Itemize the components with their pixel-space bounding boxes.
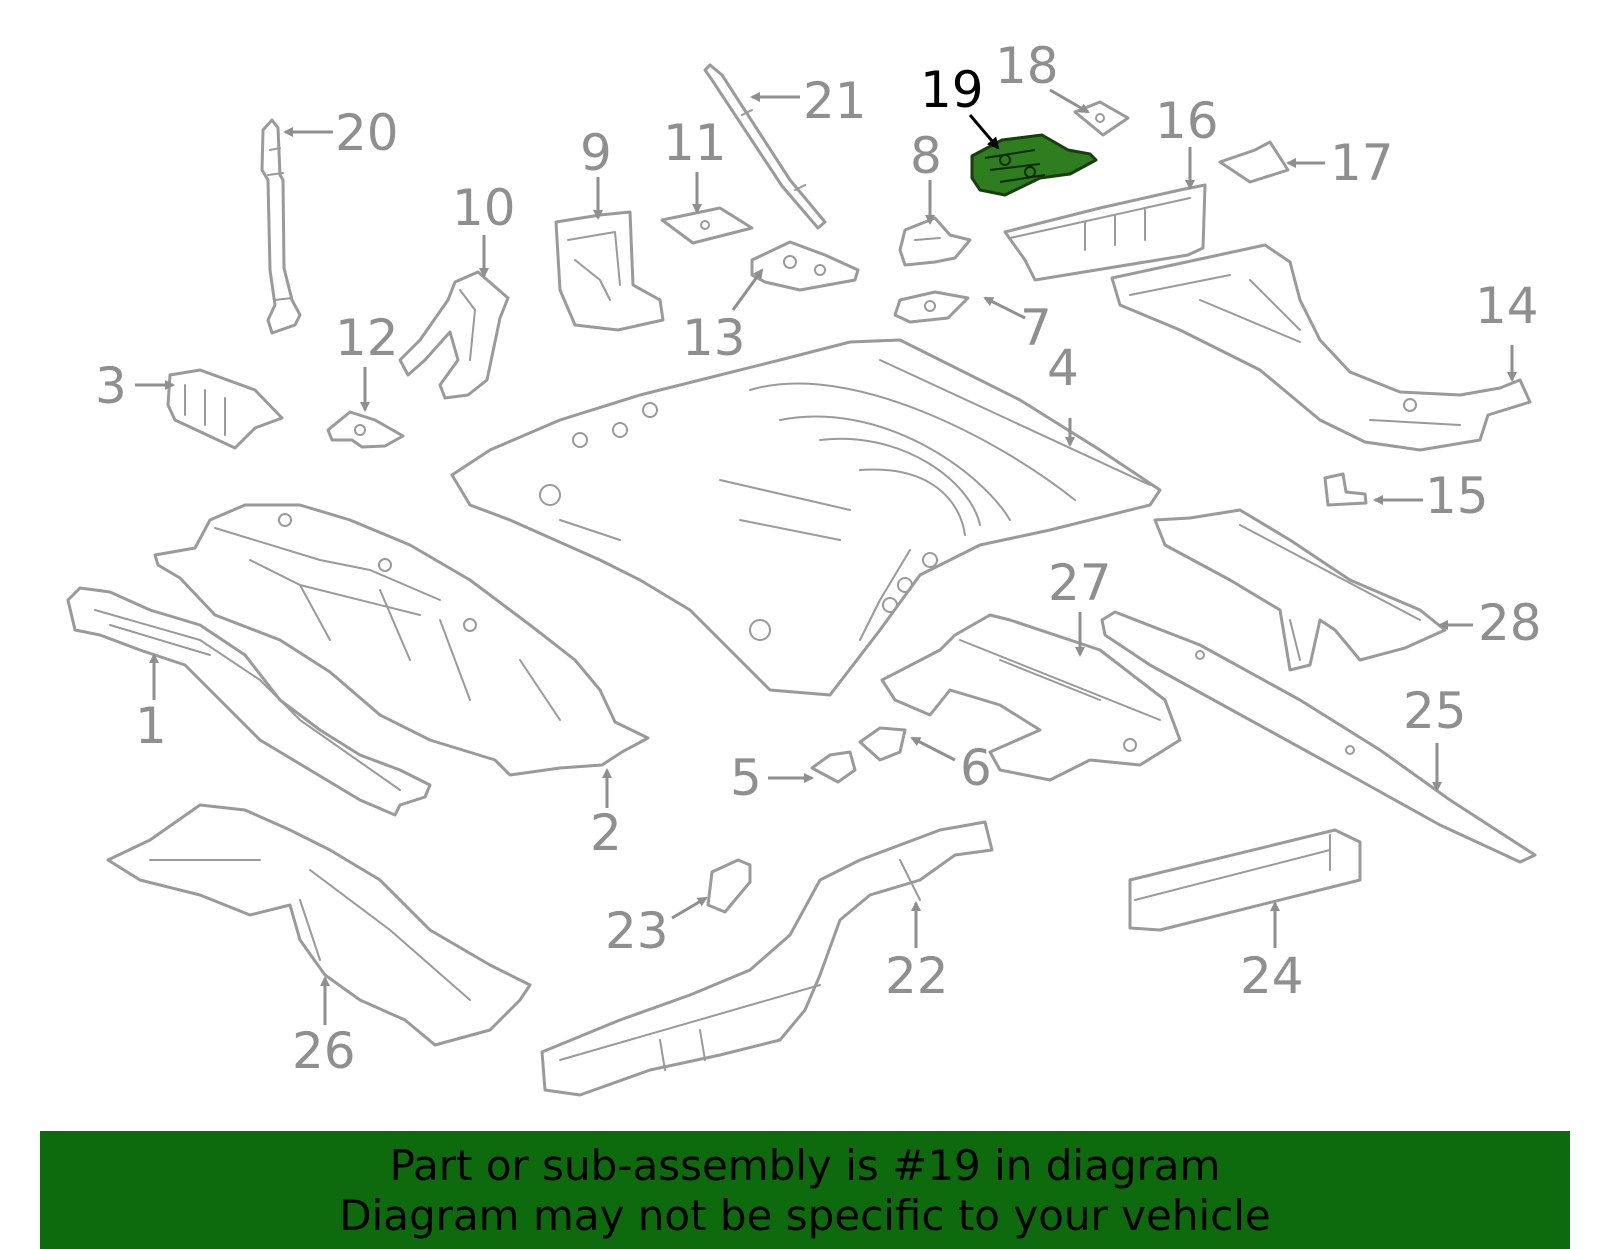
callout-3: 3 bbox=[95, 357, 127, 415]
callout-27: 27 bbox=[1048, 554, 1112, 612]
part-26-side-member bbox=[106, 803, 532, 1047]
callout-19-highlighted: 19 bbox=[920, 61, 984, 119]
callout-6: 6 bbox=[960, 739, 992, 797]
part-25-rail bbox=[1100, 610, 1537, 864]
part-4-floor-pan bbox=[450, 338, 1162, 697]
callout-1: 1 bbox=[135, 697, 167, 755]
callout-12: 12 bbox=[335, 309, 399, 367]
callout-labels: 1 2 3 4 5 6 7 8 9 10 11 12 13 14 15 16 1… bbox=[95, 37, 1542, 1080]
part-13-mount bbox=[750, 240, 860, 292]
callout-10: 10 bbox=[452, 179, 516, 237]
part-23-bracket bbox=[706, 858, 752, 914]
part-15-clip bbox=[1323, 472, 1368, 507]
callout-8: 8 bbox=[910, 127, 942, 185]
callout-25: 25 bbox=[1403, 682, 1467, 740]
callout-15: 15 bbox=[1425, 467, 1489, 525]
part-28-rocker bbox=[1153, 508, 1447, 672]
part-5-clip bbox=[810, 750, 857, 784]
part-2-trunk-floor bbox=[153, 503, 650, 777]
part-27-crossmember bbox=[880, 613, 1182, 782]
part-8-bracket bbox=[898, 216, 972, 267]
part-11-plate bbox=[660, 206, 754, 245]
part-7-plate bbox=[893, 290, 970, 324]
callout-11: 11 bbox=[663, 114, 727, 172]
callout-4: 4 bbox=[1047, 339, 1079, 397]
callout-9: 9 bbox=[580, 124, 612, 182]
leader-lines bbox=[135, 88, 1517, 1025]
callout-23: 23 bbox=[605, 902, 669, 960]
callout-28: 28 bbox=[1478, 594, 1542, 652]
part-17-bracket bbox=[1218, 140, 1290, 184]
part-18-bracket bbox=[1073, 100, 1130, 137]
part-3-bracket bbox=[166, 368, 284, 450]
callout-7: 7 bbox=[1020, 299, 1052, 357]
callout-14: 14 bbox=[1475, 277, 1539, 335]
callout-21: 21 bbox=[803, 72, 867, 130]
part-12-bracket bbox=[326, 410, 405, 449]
callout-2: 2 bbox=[590, 804, 622, 862]
part-16-crossmember bbox=[1003, 183, 1207, 282]
part-22-front-member bbox=[540, 820, 994, 1097]
part-19-highlighted bbox=[970, 133, 1098, 197]
part-14-side-panel bbox=[1110, 243, 1532, 452]
callout-16: 16 bbox=[1155, 92, 1219, 150]
part-6-clip bbox=[858, 726, 907, 762]
callout-5: 5 bbox=[730, 749, 762, 807]
callout-24: 24 bbox=[1240, 947, 1304, 1005]
callout-22: 22 bbox=[885, 947, 949, 1005]
callout-18: 18 bbox=[995, 37, 1059, 95]
part-10-pillar-bracket bbox=[398, 270, 510, 400]
part-24-beam bbox=[1128, 828, 1362, 932]
info-banner: Part or sub-assembly is #19 in diagram D… bbox=[40, 1131, 1570, 1249]
part-20-pillar bbox=[260, 118, 302, 335]
part-21-brace bbox=[703, 63, 827, 230]
part-1-rear-rail bbox=[66, 586, 432, 817]
part-9-bracket bbox=[554, 210, 665, 332]
callout-20: 20 bbox=[335, 104, 399, 162]
banner-line-part-info: Part or sub-assembly is #19 in diagram bbox=[389, 1141, 1221, 1190]
callout-13: 13 bbox=[682, 309, 746, 367]
callout-17: 17 bbox=[1330, 134, 1394, 192]
banner-line-disclaimer: Diagram may not be specific to your vehi… bbox=[339, 1191, 1271, 1240]
callout-26: 26 bbox=[292, 1022, 356, 1080]
